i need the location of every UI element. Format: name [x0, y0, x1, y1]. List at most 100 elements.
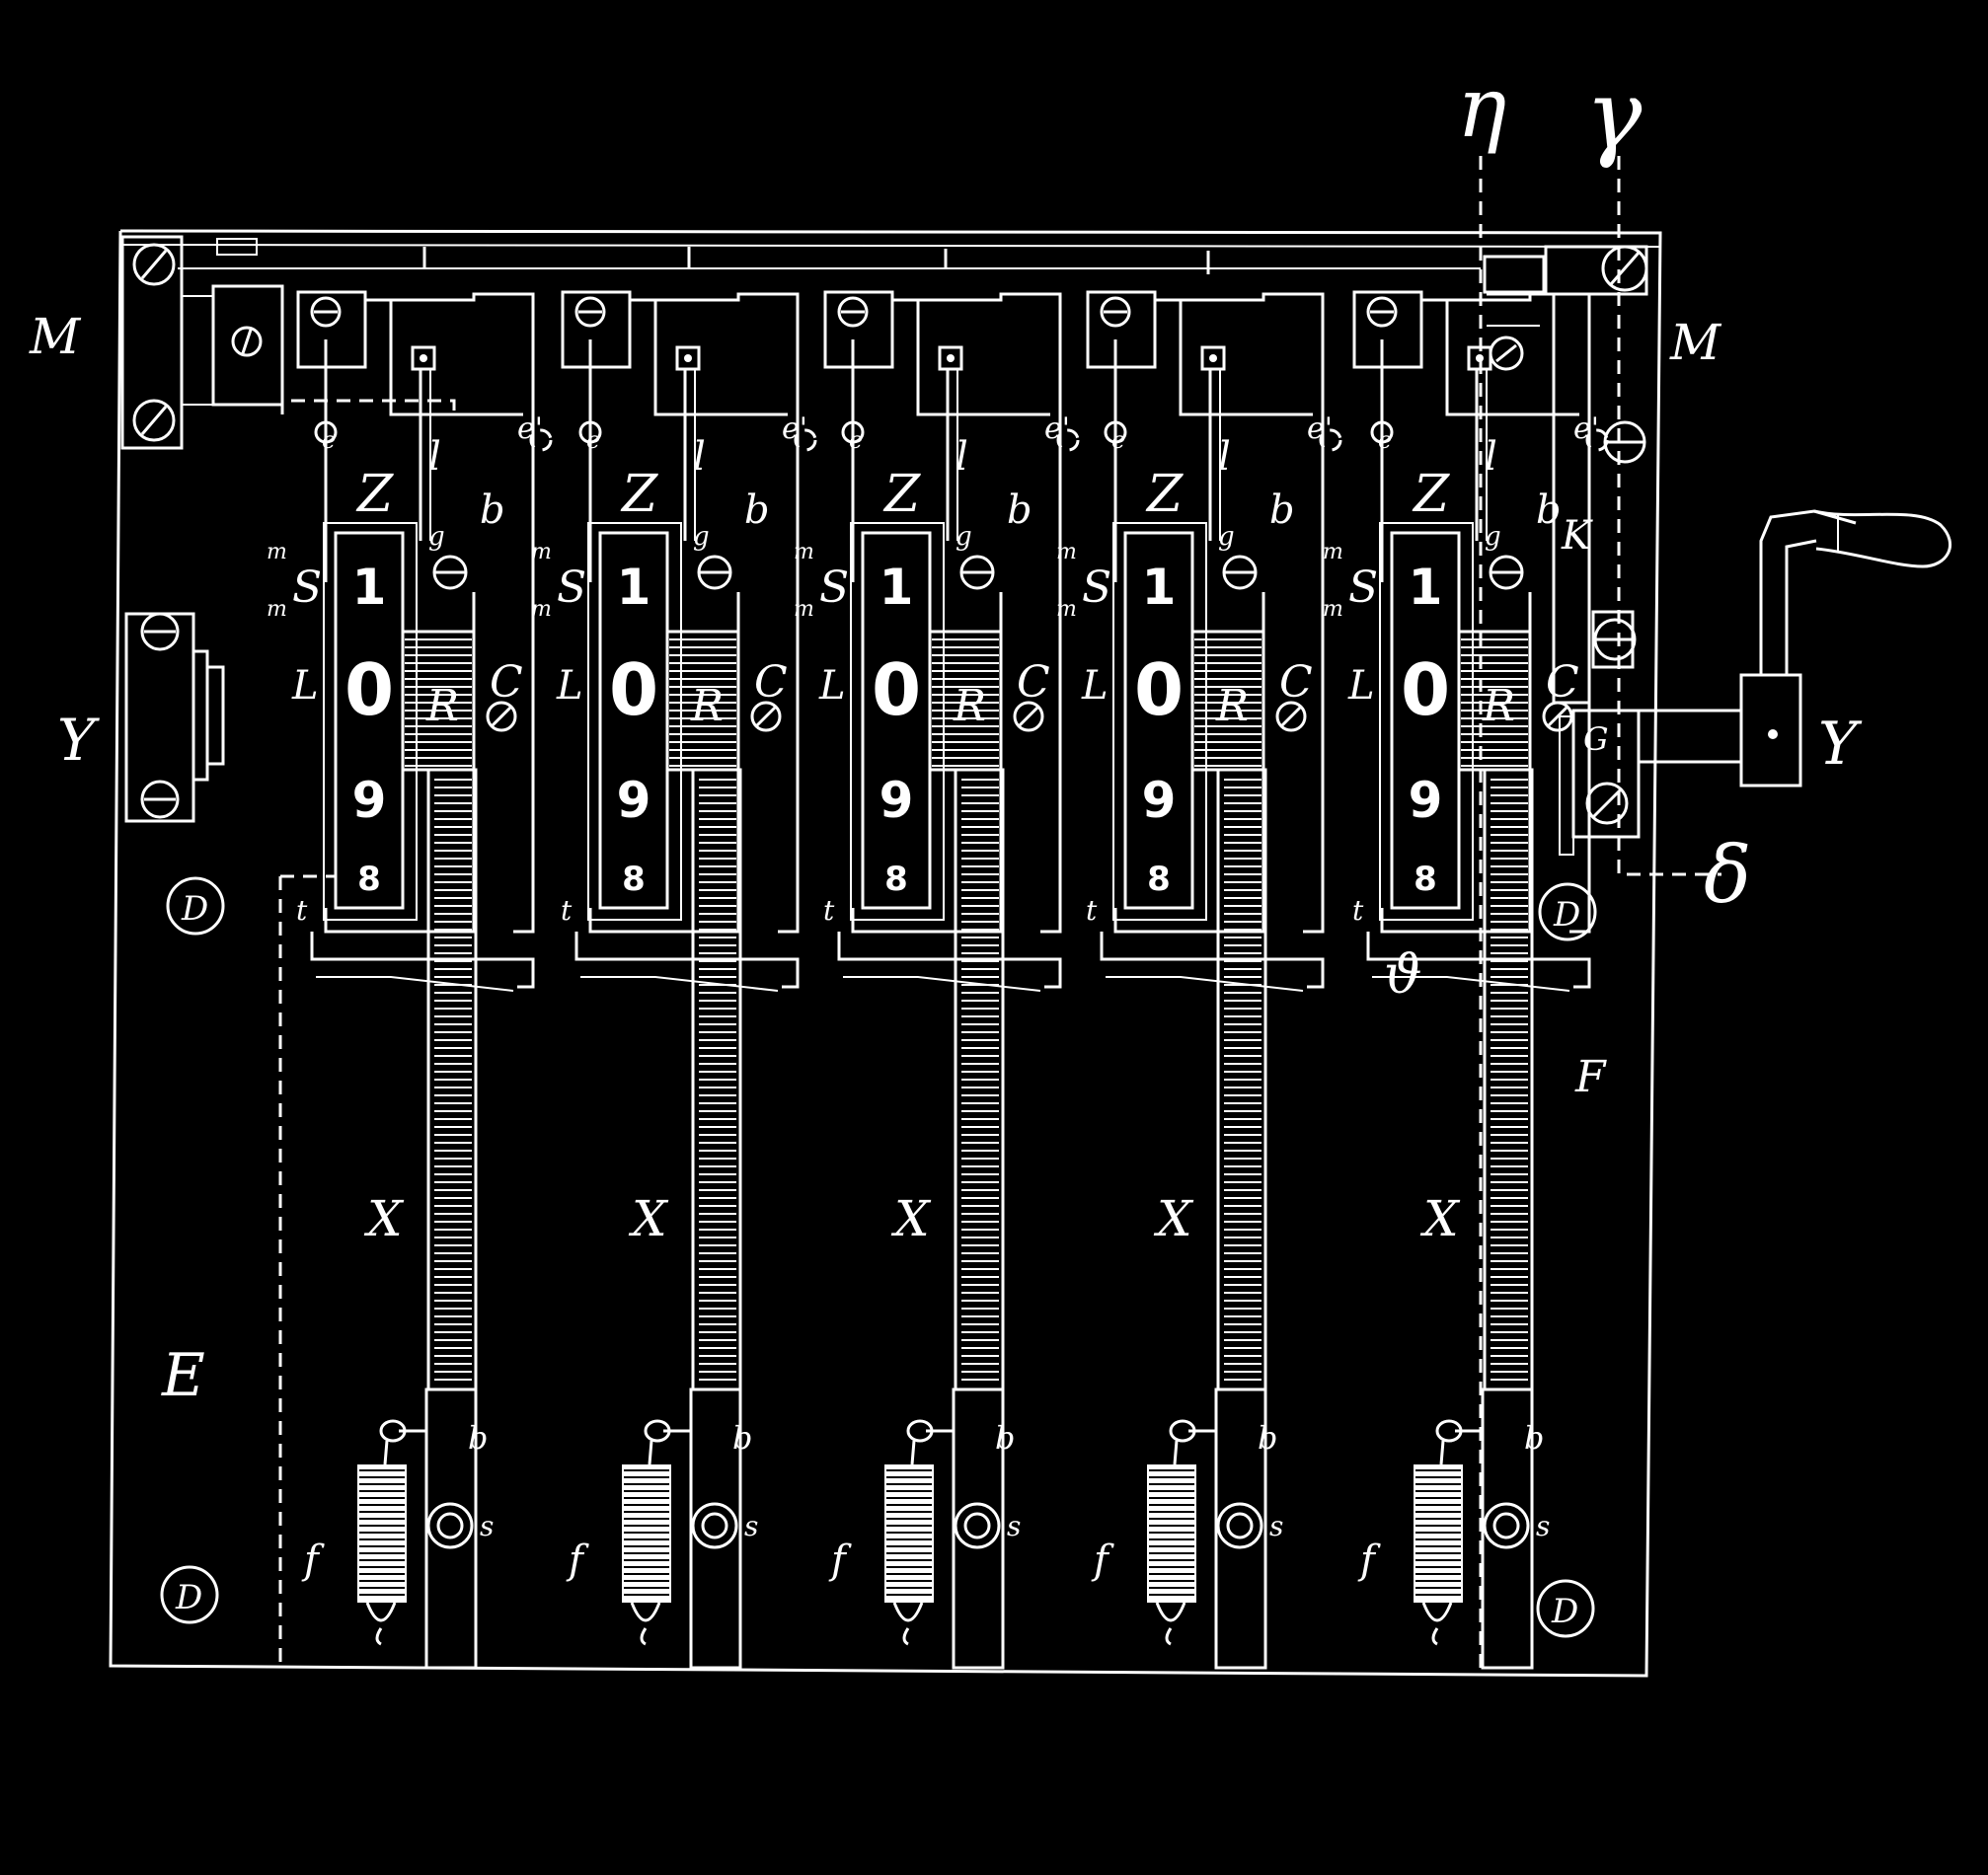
digit-9: 9	[1409, 772, 1443, 829]
label-left-mid: L	[1347, 663, 1375, 709]
label-stud: s	[744, 1510, 758, 1542]
label-rack-letter: R	[425, 681, 459, 731]
screw-block	[296, 290, 367, 369]
screw-icon	[140, 612, 180, 651]
screw-icon	[1100, 296, 1131, 328]
label-pin-right: e'	[1044, 412, 1070, 446]
label-axle-right: Y	[1818, 710, 1863, 779]
label-base-left: E	[161, 1341, 205, 1410]
digit-1: 1	[879, 559, 914, 616]
label-top: Z	[1412, 465, 1450, 524]
label-bar: b	[1524, 1419, 1544, 1457]
label-stop: t	[1086, 894, 1098, 927]
label-rack-letter: R	[1215, 681, 1249, 731]
label-bar: b	[995, 1419, 1015, 1457]
crank-hub	[1739, 673, 1802, 788]
label-delta: δ	[1704, 829, 1751, 921]
dial-mark: D	[166, 876, 225, 936]
label-pawl: l	[956, 434, 968, 480]
label-tooth: g	[1485, 522, 1501, 552]
svg-text:D: D	[175, 1578, 202, 1617]
crank-handle[interactable]	[1813, 509, 1952, 568]
label-pawl: l	[1218, 434, 1231, 480]
digit-9: 9	[617, 772, 651, 829]
label-pin-right: e'	[1573, 412, 1599, 446]
label-lever: K	[1561, 513, 1593, 559]
spring-hook	[379, 1419, 426, 1443]
digit-1: 1	[352, 559, 387, 616]
pin	[794, 428, 817, 452]
label-left-upper: S	[1082, 562, 1111, 613]
label-stop: t	[1352, 894, 1364, 927]
label-pin-left: e	[1378, 426, 1392, 454]
label-right-letter: C	[1279, 657, 1313, 708]
label-rack-bar: X	[363, 1190, 405, 1247]
screw-icon	[1366, 296, 1398, 328]
label-rack-letter: R	[690, 681, 724, 731]
stud	[691, 1502, 738, 1549]
label-guide: b	[480, 488, 505, 533]
right-mechanism	[1483, 245, 1952, 856]
label-top: Z	[620, 465, 658, 524]
screw-icon	[1601, 245, 1648, 292]
left-mount	[120, 235, 284, 450]
stud	[1216, 1502, 1263, 1549]
label-right-letter: C	[490, 657, 523, 708]
label-left-mid: L	[1081, 663, 1109, 709]
screw-icon	[1585, 782, 1629, 825]
label-small: m	[1323, 540, 1343, 564]
screw-block	[1086, 290, 1157, 369]
label-small: m	[1056, 597, 1077, 622]
screw-icon	[132, 399, 176, 442]
digit-9: 9	[352, 772, 387, 829]
digit-8: 8	[622, 860, 646, 899]
stud	[954, 1502, 1001, 1549]
digit-1: 1	[1142, 559, 1177, 616]
spring-hook	[1435, 1419, 1483, 1443]
outer-frame	[109, 229, 1662, 1678]
digit-0: 0	[1134, 648, 1184, 731]
dashed-guide	[280, 399, 456, 414]
digit-8: 8	[884, 860, 908, 899]
screw-icon	[310, 296, 342, 328]
svg-text:D: D	[1551, 1592, 1578, 1631]
label-tooth: g	[956, 522, 972, 552]
label-top: Z	[1145, 465, 1184, 524]
digit-0: 0	[872, 648, 921, 731]
digit-8: 8	[357, 860, 381, 899]
digit-8: 8	[1414, 860, 1437, 899]
label-pin-left: e	[322, 426, 336, 454]
label-stud: s	[1007, 1510, 1021, 1542]
label-pin-left: e	[586, 426, 600, 454]
digit-9: 9	[1142, 772, 1177, 829]
label-stop: t	[823, 894, 835, 927]
label-pawl: l	[428, 434, 441, 480]
screw-icon	[750, 701, 782, 732]
lower-bar	[952, 1388, 1005, 1670]
label-pin-left: e	[1111, 426, 1125, 454]
label-stud: s	[1536, 1510, 1550, 1542]
label-bar: b	[732, 1419, 752, 1457]
label-bar: b	[468, 1419, 488, 1457]
label-small: m	[1323, 597, 1343, 622]
label-top: Z	[355, 465, 394, 524]
screw-block	[1352, 290, 1423, 369]
lower-bar	[1481, 1388, 1534, 1670]
screw-icon	[486, 701, 517, 732]
digit-0: 0	[609, 648, 658, 731]
lower-bar	[689, 1388, 742, 1670]
pin	[1585, 428, 1609, 452]
lower-bar	[1214, 1388, 1267, 1670]
spring-hook	[906, 1419, 954, 1443]
label-rack-letter: R	[1482, 681, 1515, 731]
label-rack-bar: X	[1419, 1190, 1461, 1247]
screw-icon	[1275, 701, 1307, 732]
label-rack-letter: R	[953, 681, 986, 731]
label-left-upper: S	[557, 562, 586, 613]
screw-block	[823, 290, 894, 369]
